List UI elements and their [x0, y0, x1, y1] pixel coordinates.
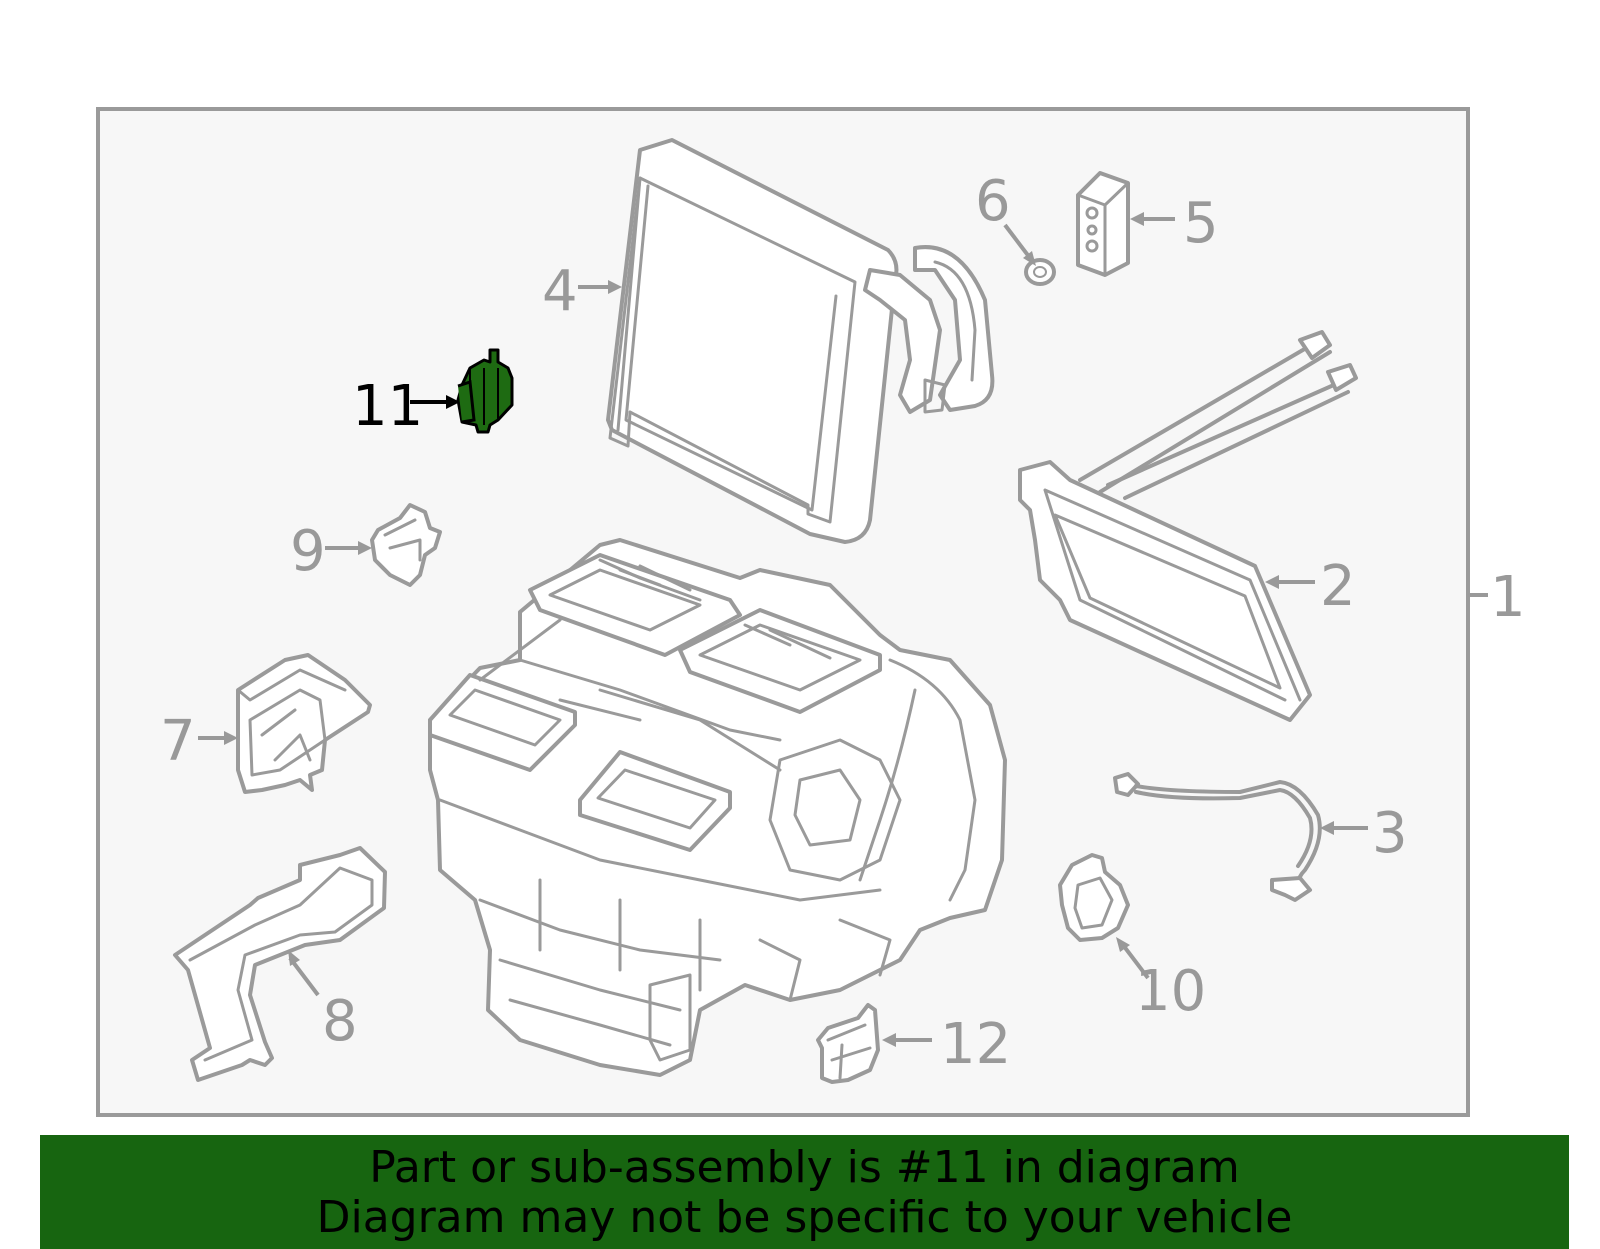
part-4-evaporator[interactable] — [606, 138, 995, 544]
info-banner: Part or sub-assembly is #11 in diagram D… — [40, 1135, 1569, 1249]
label-2[interactable]: 2 — [1320, 554, 1356, 619]
part-9-actuator[interactable] — [370, 503, 442, 587]
part-8-duct[interactable] — [173, 846, 387, 1082]
label-9[interactable]: 9 — [290, 519, 326, 584]
label-4[interactable]: 4 — [542, 259, 578, 324]
label-8[interactable]: 8 — [322, 989, 358, 1054]
part-5-expansion-valve[interactable] — [1076, 171, 1130, 277]
part-2-heater-core[interactable] — [1018, 330, 1358, 722]
banner-line-part: Part or sub-assembly is #11 in diagram — [369, 1142, 1240, 1193]
part-10-actuator[interactable] — [1058, 853, 1130, 942]
hvac-housing[interactable] — [428, 538, 1007, 1077]
label-11[interactable]: 11 — [352, 374, 423, 439]
part-3-sensor[interactable] — [1113, 772, 1322, 902]
label-6[interactable]: 6 — [975, 169, 1011, 234]
label-3[interactable]: 3 — [1372, 801, 1408, 866]
part-6-oring[interactable] — [1024, 258, 1056, 286]
part-11-actuator-highlighted[interactable] — [456, 348, 514, 434]
banner-line-disclaimer: Diagram may not be specific to your vehi… — [316, 1192, 1293, 1243]
part-6-leader — [1003, 223, 1032, 260]
label-10[interactable]: 10 — [1135, 959, 1206, 1024]
part-12-module[interactable] — [816, 1003, 880, 1084]
label-5[interactable]: 5 — [1183, 191, 1219, 256]
part-10-leader — [1121, 943, 1150, 980]
part-7-cover[interactable] — [236, 653, 372, 794]
label-7[interactable]: 7 — [160, 709, 196, 774]
label-1[interactable]: 1 — [1490, 565, 1526, 630]
part-8-leader — [288, 956, 320, 997]
label-12[interactable]: 12 — [940, 1012, 1011, 1077]
